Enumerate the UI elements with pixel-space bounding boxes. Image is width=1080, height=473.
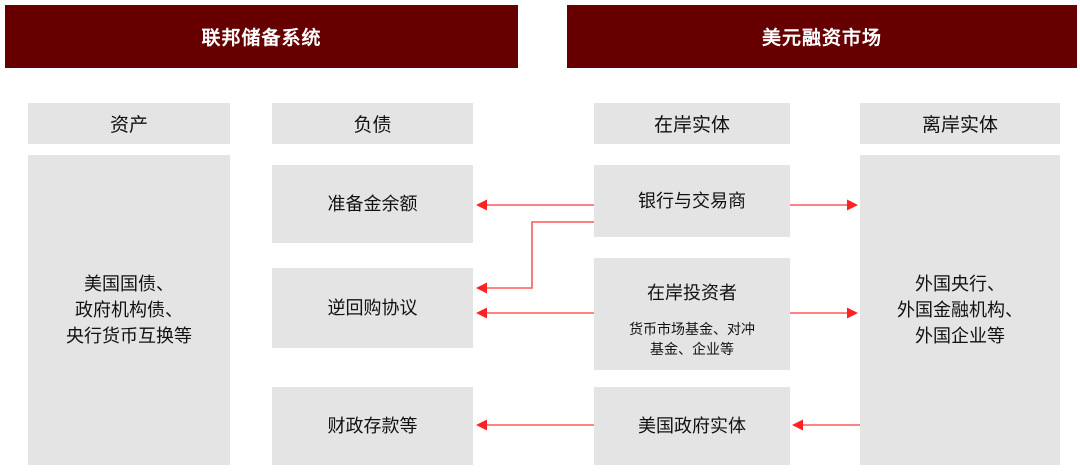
onshore-investors-box: 在岸投资者货币市场基金、对冲 基金、企业等	[594, 258, 790, 370]
arrow-investors-to-reverse-repo-head	[476, 307, 487, 319]
treasury-deposits-box: 财政存款等	[272, 387, 473, 465]
column-header: 资产	[28, 103, 230, 144]
arrow-banks-to-reverse-repo	[486, 221, 594, 289]
section-banner: 联邦储备系统	[5, 5, 518, 68]
us-government-entities-box: 美国政府实体	[594, 387, 790, 465]
box-label: 逆回购协议	[327, 297, 418, 318]
box-label: 准备金余额	[327, 193, 418, 214]
column-header: 在岸实体	[594, 103, 790, 144]
arrow-investors-to-offshore-head	[847, 307, 858, 319]
column-header: 负债	[272, 103, 473, 144]
arrow-banks-to-offshore-head	[847, 199, 858, 211]
box-label: 外国央行、 外国金融机构、 外国企业等	[897, 273, 1023, 347]
column-header: 离岸实体	[860, 103, 1060, 144]
section-banner: 美元融资市场	[567, 5, 1077, 68]
reserve-balances-box: 准备金余额	[272, 165, 473, 243]
box-label: 美国政府实体	[638, 415, 746, 436]
arrow-offshore-to-usgov-head	[792, 419, 803, 431]
banks-dealers-box: 银行与交易商	[594, 165, 790, 237]
box-label: 美国国债、 政府机构债、 央行货币互换等	[66, 273, 192, 347]
reverse-repo-box: 逆回购协议	[272, 268, 473, 348]
offshore-entities-box: 外国央行、 外国金融机构、 外国企业等	[860, 155, 1060, 465]
box-label: 财政存款等	[327, 415, 418, 436]
arrow-usgov-to-treasury-deposits-head	[476, 419, 487, 431]
box-sublabel: 货币市场基金、对冲 基金、企业等	[629, 321, 755, 357]
box-label: 在岸投资者	[647, 283, 737, 303]
box-label: 银行与交易商	[638, 190, 746, 211]
arrow-banks-to-reverse-repo-head	[476, 282, 487, 294]
assets-box: 美国国债、 政府机构债、 央行货币互换等	[28, 155, 230, 465]
arrow-banks-to-reserve-balances-head	[476, 199, 487, 211]
